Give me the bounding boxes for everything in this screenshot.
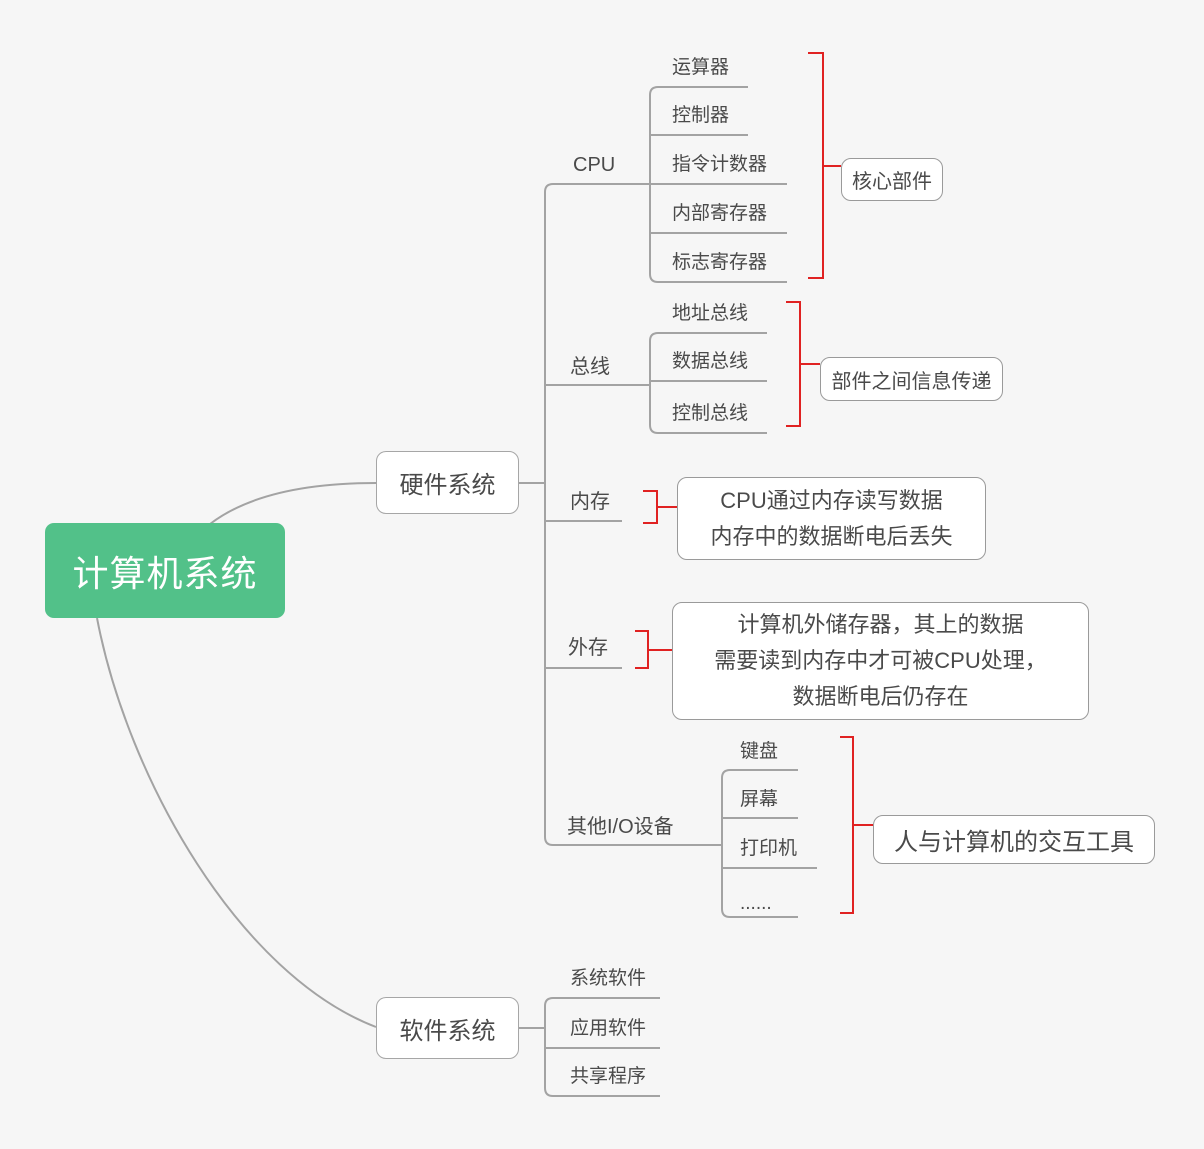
- summary-io-interaction-tools[interactable]: 人与计算机的交互工具: [873, 815, 1155, 864]
- summary-external-line-1: 计算机外储存器，其上的数据: [737, 612, 1024, 637]
- topic-instruction-counter[interactable]: 指令计数器: [672, 154, 768, 175]
- topic-system-software[interactable]: 系统软件: [570, 968, 647, 989]
- cpu-summary-bracket: [808, 52, 824, 279]
- topic-control-bus[interactable]: 控制总线: [672, 403, 749, 424]
- topic-bus[interactable]: 总线: [570, 356, 610, 378]
- topic-controller[interactable]: 控制器: [672, 105, 730, 126]
- topic-internal-register[interactable]: 内部寄存器: [672, 203, 768, 224]
- topic-ellipsis[interactable]: ......: [740, 893, 772, 914]
- topic-shared-programs[interactable]: 共享程序: [570, 1066, 647, 1087]
- connector-lines: [96, 86, 817, 1097]
- summary-core-components[interactable]: 核心部件: [841, 158, 943, 201]
- topic-application-software[interactable]: 应用软件: [570, 1018, 647, 1039]
- topic-external-storage[interactable]: 外存: [568, 637, 608, 659]
- io-children-trunk: [721, 769, 798, 918]
- curve-root-to-hardware: [209, 482, 377, 525]
- topic-software[interactable]: 软件系统: [376, 997, 519, 1059]
- topic-memory[interactable]: 内存: [570, 491, 610, 513]
- memory-summary-bracket: [643, 490, 658, 524]
- summary-bus-info-transfer[interactable]: 部件之间信息传递: [820, 357, 1003, 401]
- summary-external-line-2: 需要读到内存中才可被CPU处理，: [714, 648, 1047, 673]
- topic-keyboard[interactable]: 键盘: [740, 741, 779, 762]
- topic-printer[interactable]: 打印机: [740, 838, 798, 859]
- io-summary-bracket: [840, 736, 854, 914]
- summary-memory-line-1: CPU通过内存读写数据: [720, 487, 943, 513]
- hardware-trunk: [544, 183, 722, 846]
- topic-flag-register[interactable]: 标志寄存器: [672, 252, 768, 273]
- summary-external-line-3: 数据断电后仍存在: [792, 684, 969, 709]
- topic-screen[interactable]: 屏幕: [740, 789, 779, 810]
- topic-cpu[interactable]: CPU: [573, 154, 616, 176]
- summary-memory-line-2: 内存中的数据断电后丢失: [710, 523, 953, 549]
- topic-alu[interactable]: 运算器: [672, 57, 730, 78]
- topic-address-bus[interactable]: 地址总线: [672, 303, 749, 324]
- root-topic[interactable]: 计算机系统: [45, 523, 285, 618]
- topic-data-bus[interactable]: 数据总线: [672, 351, 749, 372]
- topic-hardware[interactable]: 硬件系统: [376, 451, 519, 514]
- summary-external-storage-note[interactable]: 计算机外储存器，其上的数据 需要读到内存中才可被CPU处理， 数据断电后仍存在: [672, 602, 1089, 720]
- summary-brackets: [635, 52, 873, 914]
- bus-children-trunk: [649, 332, 767, 434]
- bus-summary-bracket: [786, 301, 801, 427]
- summary-memory-note[interactable]: CPU通过内存读写数据 内存中的数据断电后丢失: [677, 477, 986, 560]
- curve-root-to-software: [96, 617, 377, 1028]
- external-summary-bracket: [635, 630, 649, 669]
- topic-io-devices[interactable]: 其他I/O设备: [567, 816, 674, 838]
